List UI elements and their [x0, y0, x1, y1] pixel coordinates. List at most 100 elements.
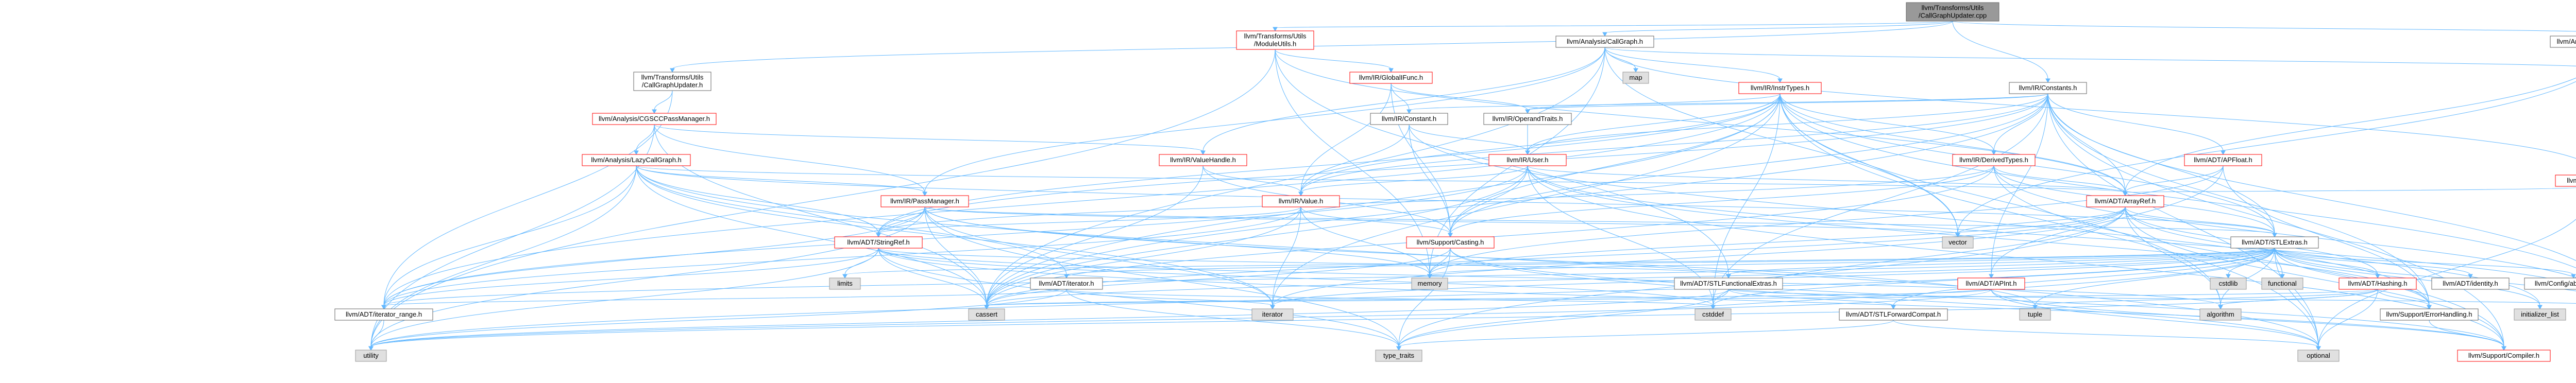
- node-InstrTypes[interactable]: llvm/IR/InstrTypes.h: [1738, 82, 1822, 94]
- edge-arrowhead-ArrayRef-to-STLExtras: [2272, 233, 2277, 238]
- edge-Hashing-to-cassert: [986, 289, 2378, 306]
- node-box-APFloat: [2184, 154, 2262, 166]
- edge-PassManager-to-iterator: [924, 206, 1273, 306]
- node-CallGraph[interactable]: llvm/Analysis/CallGraph.h: [1555, 36, 1654, 48]
- node-box-functional: [2261, 277, 2303, 290]
- node-CGSCCPassManager[interactable]: llvm/Analysis/CGSCCPassManager.h: [592, 113, 717, 125]
- node-box-type_traits: [1375, 350, 1422, 362]
- node-Iterator[interactable]: llvm/ADT/iterator.h: [1030, 277, 1103, 290]
- node-ArrayRef[interactable]: llvm/ADT/ArrayRef.h: [2086, 195, 2164, 207]
- node-StringRef[interactable]: llvm/ADT/StringRef.h: [834, 236, 923, 249]
- node-initializer_list: initializer_list: [2514, 308, 2566, 321]
- node-label-Compiler: llvm/Support/Compiler.h: [2468, 352, 2539, 359]
- node-Value[interactable]: llvm/IR/Value.h: [1262, 195, 1340, 207]
- edge-arrowhead-Value-to-StringRef: [876, 233, 881, 238]
- edge-arrowhead-InstrTypes-to-DerivedTypes: [1991, 150, 1996, 155]
- edge-root-to-CallGraph: [1604, 21, 1953, 33]
- edge-ArrayRef-to-cassert: [986, 206, 2126, 306]
- node-ErrorHandling[interactable]: llvm/Support/ErrorHandling.h: [2380, 308, 2479, 321]
- node-memory: memory: [1411, 277, 1448, 290]
- edge-STLExtras-to-optional: [2274, 248, 2319, 347]
- edge-arrowhead-Hashing-to-cassert: [984, 305, 989, 310]
- edge-CGSCCPassManager-to-utility: [370, 124, 655, 347]
- node-STLForwardCompat[interactable]: llvm/ADT/STLForwardCompat.h: [1839, 308, 1948, 321]
- edge-ArrayRef-to-iterator: [1272, 206, 2126, 306]
- edge-APFloat-to-APInt: [1991, 165, 2224, 275]
- node-Compiler[interactable]: llvm/Support/Compiler.h: [2457, 350, 2551, 362]
- node-label-Intrinsics: llvm/IR/Intrinsics.h: [2567, 177, 2576, 184]
- node-root[interactable]: llvm/Transforms/Utils/CallGraphUpdater.c…: [1906, 2, 1999, 22]
- edge-ArrayRef-to-cstddef: [1713, 206, 2126, 306]
- edge-STLExtras-to-IteratorRange: [383, 248, 2275, 306]
- node-Identity[interactable]: llvm/ADT/identity.h: [2431, 277, 2510, 290]
- node-box-Constants: [2009, 82, 2087, 94]
- node-box-cstdlib: [2210, 277, 2247, 290]
- edge-LazyCallGraph-to-PassManager: [636, 165, 925, 193]
- node-OperandTraits[interactable]: llvm/IR/OperandTraits.h: [1483, 113, 1572, 125]
- edge-STLForwardCompat-to-type_traits: [1398, 320, 1894, 347]
- node-LazyCallGraph[interactable]: llvm/Analysis/LazyCallGraph.h: [582, 154, 691, 166]
- edge-StringRef-to-cassert: [878, 248, 987, 306]
- node-ConfigAbi[interactable]: llvm/Config/abi-breaking.h: [2524, 277, 2576, 290]
- node-box-Value: [1262, 195, 1340, 207]
- edge-ArrayRef-to-initializer_list: [2125, 206, 2540, 306]
- node-PassManager[interactable]: llvm/IR/PassManager.h: [880, 195, 969, 207]
- node-label-Constants: llvm/IR/Constants.h: [2019, 84, 2077, 92]
- edge-CGSCCPassManager-to-cassert: [654, 124, 987, 306]
- node-label-ValueHandle: llvm/IR/ValueHandle.h: [1170, 156, 1236, 164]
- edge-User-to-Value: [1300, 165, 1528, 193]
- edge-DerivedTypes-to-Casting: [1450, 165, 1994, 234]
- edge-StringRef-to-STLFunctionalExtras: [878, 248, 1729, 275]
- edge-PassManager-to-StringRef: [878, 206, 925, 234]
- edge-arrowhead-OperandTraits-to-User: [1525, 150, 1530, 155]
- edge-Iterator-to-type_traits: [1066, 289, 1399, 347]
- node-IteratorRange[interactable]: llvm/ADT/iterator_range.h: [334, 308, 433, 321]
- node-algorithm: algorithm: [2199, 308, 2242, 321]
- edge-CallGraph-to-cassert: [986, 47, 1605, 306]
- node-STLExtras[interactable]: llvm/ADT/STLExtras.h: [2230, 236, 2319, 249]
- edge-StringRef-to-cstddef: [878, 248, 1714, 306]
- node-APFloat[interactable]: llvm/ADT/APFloat.h: [2184, 154, 2262, 166]
- edge-Hashing-to-ErrorHandling: [2377, 289, 2430, 306]
- node-label-utility: utility: [363, 352, 379, 359]
- node-box-APInt: [1957, 277, 2025, 290]
- node-Constants[interactable]: llvm/IR/Constants.h: [2009, 82, 2087, 94]
- node-box-ValueHandle: [1159, 154, 1247, 166]
- node-CallGraphUpdater[interactable]: llvm/Transforms/Utils/CallGraphUpdater.h: [633, 72, 711, 91]
- edge-STLExtras-to-Identity: [2274, 248, 2471, 275]
- node-CallGraphSCCPass[interactable]: llvm/Analysis/CallGraphSCCPass.h: [2550, 36, 2576, 48]
- edge-Iterator-to-IteratorRange: [383, 289, 1067, 306]
- node-DerivedTypes[interactable]: llvm/IR/DerivedTypes.h: [1952, 154, 2036, 166]
- edge-Hashing-to-optional: [2318, 289, 2378, 347]
- edge-CallGraph-to-PassManager: [924, 47, 1605, 193]
- node-Constant[interactable]: llvm/IR/Constant.h: [1370, 113, 1448, 125]
- edge-arrowhead-root-to-Constants: [2045, 78, 2050, 83]
- node-STLFunctionalExtras[interactable]: llvm/ADT/STLFunctionalExtras.h: [1674, 277, 1783, 290]
- node-box-InstrTypes: [1738, 82, 1822, 94]
- edge-Iterator-to-iterator: [1066, 289, 1273, 306]
- node-box-CallGraphUpdater: [633, 72, 711, 91]
- node-ValueHandle[interactable]: llvm/IR/ValueHandle.h: [1159, 154, 1247, 166]
- edge-Value-to-StringRef: [878, 206, 1301, 234]
- edge-Intrinsics-to-ArrayRef: [2125, 187, 2576, 193]
- edge-arrowhead-Constants-to-APFloat: [2221, 150, 2226, 155]
- node-APInt[interactable]: llvm/ADT/APInt.h: [1957, 277, 2025, 290]
- edge-StringRef-to-algorithm: [878, 248, 2221, 306]
- node-Casting[interactable]: llvm/Support/Casting.h: [1406, 236, 1495, 249]
- node-Hashing[interactable]: llvm/ADT/Hashing.h: [2338, 277, 2417, 290]
- node-ModuleUtils[interactable]: llvm/Transforms/Utils/ModuleUtils.h: [1236, 30, 1314, 50]
- edge-arrowhead-STLExtras-to-STLFunctionalExtras: [1726, 274, 1731, 279]
- node-Intrinsics[interactable]: llvm/IR/Intrinsics.h: [2555, 175, 2576, 187]
- node-label-LazyCallGraph: llvm/Analysis/LazyCallGraph.h: [591, 156, 682, 164]
- node-box-iterator: [1251, 308, 1294, 321]
- node-User[interactable]: llvm/IR/User.h: [1488, 154, 1567, 166]
- edge-Constants-to-Constant: [1409, 93, 2048, 111]
- edge-arrowhead-CallGraphUpdater-to-CGSCCPassManager: [652, 109, 657, 114]
- node-cstddef: cstddef: [1694, 308, 1732, 321]
- node-box-memory: [1411, 277, 1448, 290]
- node-box-cassert: [968, 308, 1005, 321]
- edge-Hashing-to-utility: [370, 289, 2378, 347]
- edge-InstrTypes-to-optional: [1780, 93, 2319, 347]
- node-GlobalIFunc[interactable]: llvm/IR/GlobalIFunc.h: [1349, 72, 1433, 84]
